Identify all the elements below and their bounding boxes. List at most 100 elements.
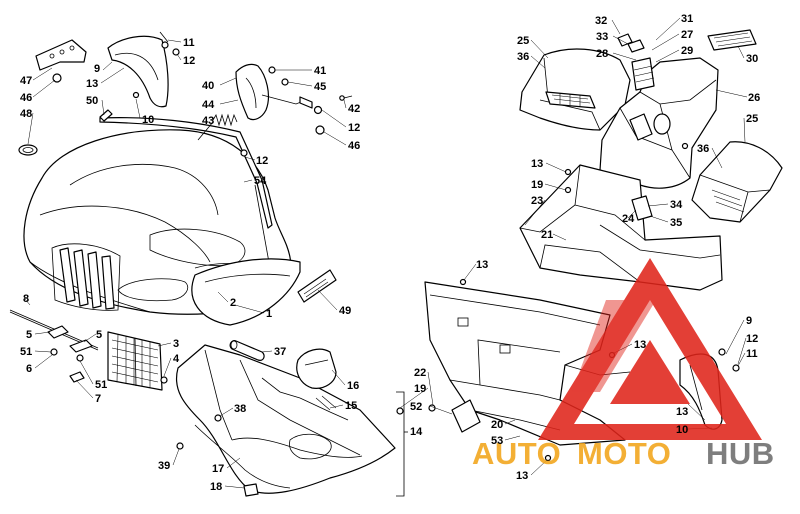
fender-piece-left bbox=[107, 31, 180, 108]
callout-label: 46 bbox=[20, 92, 32, 104]
callout-label: 12 bbox=[746, 333, 758, 345]
callout-label: 27 bbox=[681, 29, 693, 41]
hood-lower-panel bbox=[191, 258, 301, 326]
callout-label: 24 bbox=[622, 213, 635, 225]
callout-label: 43 bbox=[202, 115, 214, 127]
callout-label: 52 bbox=[410, 401, 422, 413]
callout-label: 23 bbox=[531, 195, 543, 207]
callout-label: 13 bbox=[676, 406, 688, 418]
callout-bracket-14 bbox=[396, 391, 408, 497]
latch-rod-assembly bbox=[9, 309, 99, 383]
body-fasteners bbox=[428, 142, 689, 462]
callout-label: 13 bbox=[86, 78, 98, 90]
callout-label: 5 bbox=[26, 329, 32, 341]
callout-label: 28 bbox=[596, 48, 608, 60]
callout-label: 4 bbox=[173, 353, 180, 365]
callout-labels: 11 12 9 13 50 10 47 46 48 41 45 40 44 43… bbox=[20, 13, 760, 493]
callout-label: 12 bbox=[183, 55, 195, 67]
callout-label: 13 bbox=[516, 470, 528, 482]
callout-label: 54 bbox=[254, 175, 267, 187]
callout-label: 25 bbox=[746, 113, 758, 125]
tub-fasteners bbox=[176, 407, 404, 497]
callout-label: 35 bbox=[670, 217, 682, 229]
watermark-triangle-inner bbox=[572, 300, 656, 392]
callout-label: 6 bbox=[26, 363, 32, 375]
callout-label: 13 bbox=[634, 339, 646, 351]
callout-label: 38 bbox=[234, 403, 246, 415]
callout-label: 15 bbox=[345, 400, 357, 412]
callout-label: 8 bbox=[23, 293, 29, 305]
callout-label: 37 bbox=[274, 346, 286, 358]
console-decal bbox=[707, 29, 757, 51]
callout-label: 18 bbox=[210, 481, 222, 493]
callout-label: 16 bbox=[347, 380, 359, 392]
callout-label: 49 bbox=[339, 305, 351, 317]
callout-label: 20 bbox=[491, 419, 503, 431]
center-console bbox=[599, 57, 719, 189]
callout-label: 39 bbox=[158, 460, 170, 472]
seat-bucket-right bbox=[691, 141, 783, 223]
watermark-text-auto: AUTO bbox=[472, 436, 561, 471]
callout-label: 1 bbox=[266, 308, 272, 320]
decal bbox=[297, 269, 337, 303]
callout-label: 29 bbox=[681, 45, 693, 57]
callout-label: 30 bbox=[746, 53, 758, 65]
watermark: AUTO MOTO HUB bbox=[472, 258, 775, 471]
callout-label: 42 bbox=[348, 103, 360, 115]
callout-label: 53 bbox=[491, 435, 503, 447]
callout-label: 34 bbox=[670, 199, 683, 211]
watermark-text-hub: HUB bbox=[706, 436, 775, 471]
callout-label: 46 bbox=[348, 140, 360, 152]
callout-label: 19 bbox=[531, 179, 543, 191]
callout-label: 44 bbox=[202, 99, 215, 111]
callout-label: 14 bbox=[410, 426, 423, 438]
callout-label: 36 bbox=[517, 51, 529, 63]
hood-edge-strip bbox=[99, 117, 273, 229]
callout-label: 36 bbox=[697, 143, 709, 155]
emblem bbox=[18, 144, 38, 156]
mesh-screen bbox=[107, 331, 168, 391]
callout-label: 13 bbox=[476, 259, 488, 271]
storage-tub bbox=[176, 344, 396, 494]
callout-label: 41 bbox=[314, 65, 326, 77]
callout-label: 40 bbox=[202, 80, 214, 92]
callout-label: 19 bbox=[414, 383, 426, 395]
console-top-plate bbox=[617, 33, 645, 53]
callout-label: 31 bbox=[681, 13, 693, 25]
callout-label: 9 bbox=[94, 63, 100, 75]
callout-label: 32 bbox=[595, 15, 607, 27]
callout-label: 9 bbox=[746, 315, 752, 327]
callout-label: 2 bbox=[230, 297, 236, 309]
callout-label: 10 bbox=[142, 114, 154, 126]
callout-label: 3 bbox=[173, 338, 179, 350]
headlight-bracket bbox=[235, 63, 270, 121]
callout-label: 26 bbox=[748, 92, 760, 104]
fastener bbox=[99, 109, 113, 122]
callout-label: 7 bbox=[95, 393, 101, 405]
callout-label: 47 bbox=[20, 75, 32, 87]
callout-label: 21 bbox=[541, 229, 553, 241]
callout-label: 12 bbox=[348, 122, 360, 134]
watermark-text-moto: MOTO bbox=[577, 436, 671, 471]
callout-label: 11 bbox=[183, 37, 195, 49]
callout-label: 10 bbox=[676, 424, 688, 436]
callout-label: 51 bbox=[20, 346, 32, 358]
callout-label: 12 bbox=[256, 155, 268, 167]
callout-label: 51 bbox=[95, 379, 107, 391]
mount-bracket bbox=[35, 39, 87, 83]
watermark-triangle-logo bbox=[538, 258, 762, 440]
callout-label: 45 bbox=[314, 81, 326, 93]
callout-label: 5 bbox=[96, 329, 102, 341]
callout-label: 22 bbox=[414, 367, 426, 379]
floor-pan bbox=[519, 164, 723, 291]
callout-label: 25 bbox=[517, 35, 529, 47]
callout-label: 17 bbox=[212, 463, 224, 475]
callout-label: 11 bbox=[746, 348, 758, 360]
seat-bucket-left bbox=[519, 48, 631, 131]
callout-label: 33 bbox=[596, 31, 608, 43]
callout-label: 13 bbox=[531, 158, 543, 170]
gas-strut bbox=[229, 340, 265, 361]
plate bbox=[451, 399, 481, 433]
